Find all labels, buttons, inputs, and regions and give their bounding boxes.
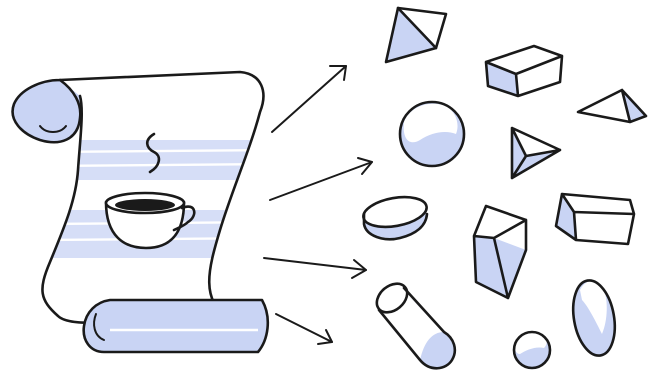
cylinder-shape-1 (371, 278, 455, 368)
sphere-shape-1 (400, 102, 464, 166)
sphere-shape-2 (514, 332, 550, 368)
arrows (264, 66, 372, 344)
box-shape-3 (556, 194, 634, 244)
arrow-icon-4 (276, 314, 332, 344)
pyramid-shape-2 (512, 128, 560, 178)
pyramid-shape-1 (578, 90, 646, 122)
tetrahedron-shape-1 (386, 8, 446, 62)
oval-disc-shape-1 (568, 277, 621, 359)
box-shape-2 (474, 206, 526, 298)
arrow-icon-1 (272, 66, 346, 132)
arrow-icon-2 (270, 158, 372, 200)
box-shape-1 (486, 46, 562, 96)
disc-shape-1 (361, 193, 429, 240)
arrow-icon-3 (264, 258, 366, 278)
